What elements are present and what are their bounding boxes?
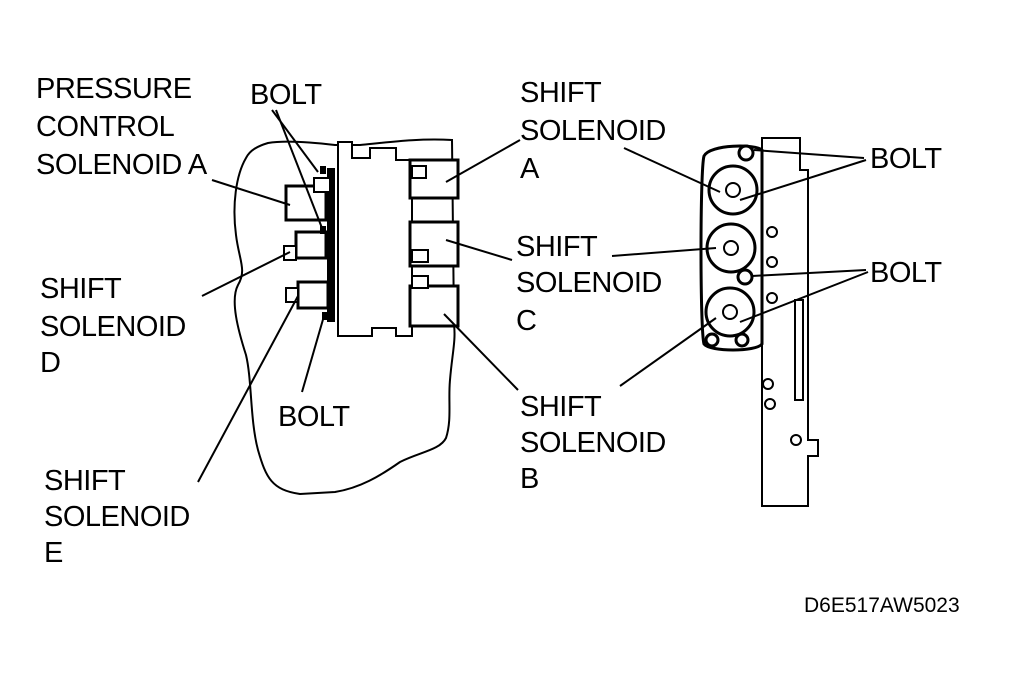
shift-solenoid-d-body (294, 230, 328, 260)
passage-hole-4 (762, 378, 774, 390)
passage-hole-1 (766, 226, 778, 238)
shift-solenoid-b-label: SHIFT SOLENOID B (520, 391, 666, 495)
svg-text:SOLENOID: SOLENOID (40, 311, 186, 343)
shift-solenoid-e-label: SHIFT SOLENOID E (44, 465, 190, 569)
shift-solenoid-d-label: SHIFT SOLENOID D (40, 273, 186, 379)
shift-solenoid-c-label: SHIFT SOLENOID C (516, 231, 662, 337)
passage-hole-6 (790, 434, 802, 446)
bolt-label-bottom-left: BOLT (278, 401, 350, 433)
passage-hole-3 (766, 292, 778, 304)
svg-text:E: E (44, 537, 63, 569)
lower-solenoid-core (722, 304, 738, 320)
bolt-icon-right-1 (737, 144, 755, 162)
bolt-icon-right-3 (704, 332, 720, 348)
bolt-label-right-top: BOLT (870, 143, 942, 175)
bolt-label-top-left: BOLT (250, 79, 322, 111)
svg-text:B: B (520, 463, 539, 495)
figure-code: D6E517AW5023 (804, 594, 960, 617)
shift-solenoid-a-label: SHIFT SOLENOID A (520, 77, 666, 185)
shift-solenoid-b-plug (411, 275, 429, 289)
svg-text:PRESSURE: PRESSURE (36, 73, 192, 105)
bolt-icon-top-1 (320, 166, 326, 174)
transmission-case-outline (233, 138, 456, 496)
svg-text:SHIFT: SHIFT (44, 465, 126, 497)
shift-solenoid-e-body (296, 280, 330, 310)
svg-text:SHIFT: SHIFT (40, 273, 122, 305)
pressure-control-solenoid-a-label: PRESSURE CONTROL SOLENOID A (36, 73, 208, 181)
shift-solenoid-e-tab (285, 287, 299, 303)
bolt-icon-right-4 (734, 332, 750, 348)
svg-text:SOLENOID: SOLENOID (44, 501, 190, 533)
shift-solenoid-c-plug (411, 249, 429, 263)
passage-slot (794, 299, 804, 401)
svg-text:SHIFT: SHIFT (520, 77, 602, 109)
svg-text:CONTROL: CONTROL (36, 111, 175, 143)
bolt-icon-top-2 (320, 226, 326, 234)
valve-body-plate (337, 141, 413, 337)
upper-solenoid-core (725, 182, 741, 198)
valve-body-side-plate (761, 137, 819, 507)
svg-text:SOLENOID A: SOLENOID A (36, 149, 208, 181)
mounting-rail (327, 168, 335, 322)
svg-text:SHIFT: SHIFT (516, 231, 598, 263)
svg-text:D: D (40, 347, 60, 379)
svg-text:C: C (516, 305, 536, 337)
bolt-icon-right-2 (736, 268, 754, 286)
shift-solenoid-a-plug (411, 165, 427, 179)
leader-lines (197, 109, 869, 483)
svg-text:A: A (520, 153, 540, 185)
passage-hole-2 (766, 256, 778, 268)
passage-hole-5 (764, 398, 776, 410)
svg-text:SHIFT: SHIFT (520, 391, 602, 423)
left-view-assembly (233, 138, 460, 496)
svg-text:SOLENOID: SOLENOID (516, 267, 662, 299)
pressure-control-solenoid-a-connector (313, 177, 331, 193)
bolt-label-right-bottom: BOLT (870, 257, 942, 289)
svg-text:SOLENOID: SOLENOID (520, 115, 666, 147)
svg-text:SOLENOID: SOLENOID (520, 427, 666, 459)
bolt-icon-bottom (322, 312, 328, 320)
middle-solenoid-core (723, 240, 739, 256)
